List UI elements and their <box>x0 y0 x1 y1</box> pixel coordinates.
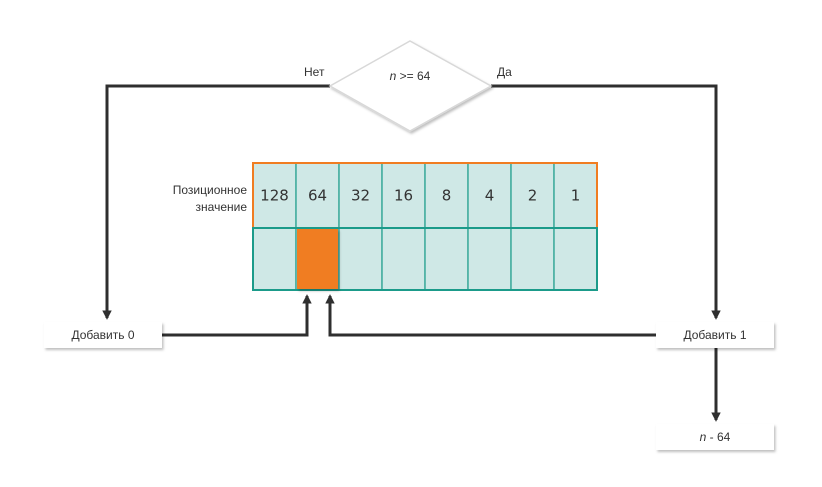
yes-branch-arrow <box>491 84 721 320</box>
positional-table: 128 64 32 16 8 4 2 1 <box>252 162 598 291</box>
bit-cell <box>510 227 555 291</box>
result-variable: n <box>700 430 707 444</box>
add-one-rect <box>656 322 774 348</box>
connectors <box>102 84 721 422</box>
row-label-line2: значение <box>196 200 248 214</box>
no-branch-arrow <box>102 84 330 320</box>
result-operation: - 64 <box>706 430 730 444</box>
add-zero-text: Добавить 0 <box>71 328 134 342</box>
add-one-box: Добавить 1 <box>656 322 774 348</box>
bit-cell <box>553 227 598 291</box>
highlighted-bit-cell <box>297 229 338 289</box>
add-one-text: Добавить 1 <box>683 328 746 342</box>
value-cell <box>510 162 555 229</box>
condition-variable: n <box>390 69 397 83</box>
value-cell-text: 64 <box>308 187 327 205</box>
add-zero-arrow <box>162 294 312 337</box>
no-label: Нет <box>304 65 325 79</box>
value-cell <box>381 162 426 229</box>
bit-cell <box>338 227 383 291</box>
bit-cell <box>467 227 512 291</box>
decision-diamond <box>328 40 493 132</box>
value-cell-text: 1 <box>571 187 581 205</box>
row-label-line1: Позиционное <box>173 183 248 197</box>
yes-label: Да <box>497 65 512 79</box>
condition-operator: >= 64 <box>396 69 430 83</box>
value-cell-text: 2 <box>528 187 538 205</box>
add-one-arrow <box>325 294 658 337</box>
add-zero-box: Добавить 0 <box>44 322 162 348</box>
add-zero-rect <box>44 322 162 348</box>
value-cell-text: 128 <box>260 187 289 205</box>
value-cell-text: 32 <box>351 187 370 205</box>
bit-cell <box>252 227 297 291</box>
result-text: n - 64 <box>700 430 731 444</box>
value-cell-text: 16 <box>394 187 413 205</box>
value-cell-text: 8 <box>442 187 452 205</box>
bit-row-outline <box>252 227 598 291</box>
bit-cell <box>424 227 469 291</box>
decision-condition: n >= 64 <box>390 69 431 83</box>
result-box: n - 64 <box>656 424 774 450</box>
bit-cell <box>381 227 426 291</box>
value-cell-text: 4 <box>485 187 495 205</box>
value-cell <box>252 162 297 229</box>
value-cell <box>553 162 598 229</box>
decision-node: n >= 64 <box>328 40 493 132</box>
result-rect <box>656 424 774 450</box>
